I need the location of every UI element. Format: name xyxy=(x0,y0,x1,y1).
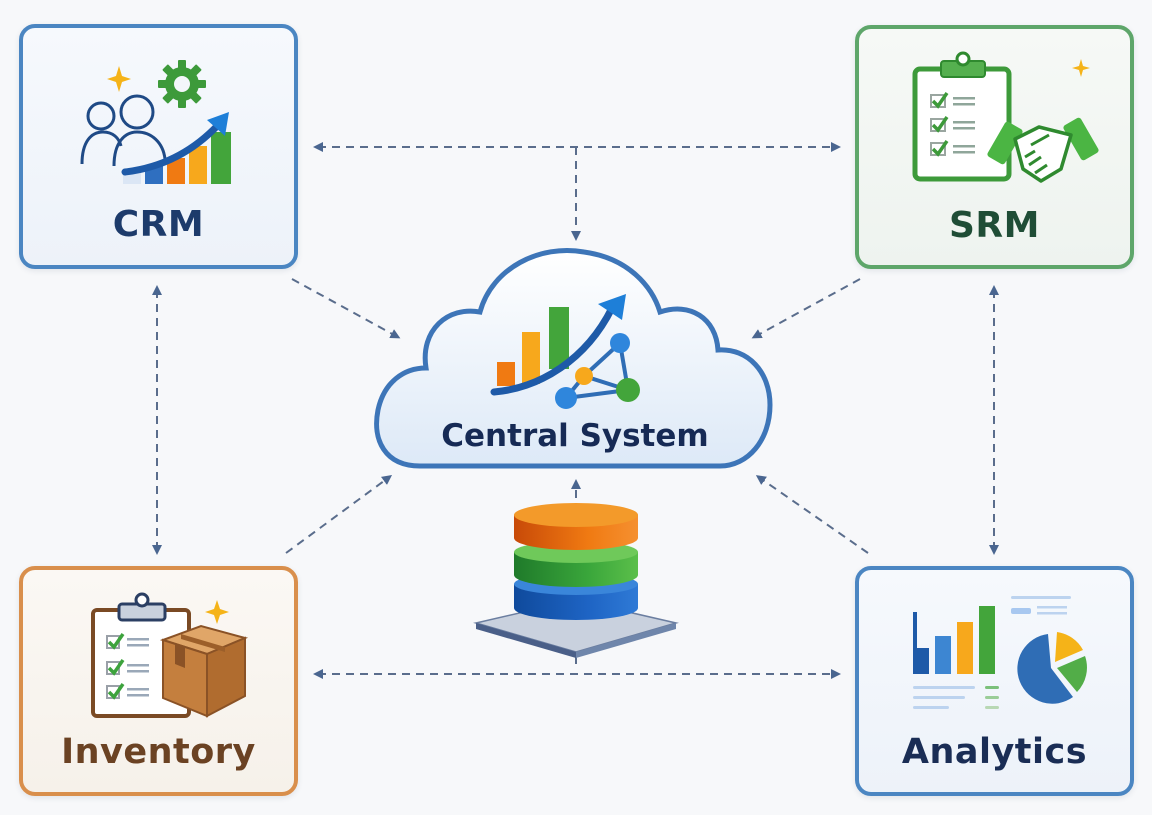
inventory-clipboard-box-icon xyxy=(91,592,249,718)
connector-srm-central xyxy=(751,278,861,339)
analytics-charts-icon xyxy=(913,596,1087,709)
central-system-label: Central System xyxy=(441,418,709,454)
node-label-crm: CRM xyxy=(112,204,205,245)
node-label-inventory: Inventory xyxy=(61,732,256,772)
node-label-srm: SRM xyxy=(949,205,1040,246)
node-inventory[interactable]: Inventory xyxy=(19,566,298,796)
connector-inventory-central xyxy=(285,475,393,554)
node-srm[interactable]: SRM xyxy=(855,25,1134,269)
srm-clipboard-handshake-icon xyxy=(912,51,1099,183)
crm-users-growth-icon xyxy=(80,60,231,184)
connector-crm-central xyxy=(291,278,401,339)
node-label-analytics: Analytics xyxy=(901,732,1088,772)
node-analytics[interactable]: Analytics xyxy=(855,566,1134,796)
connector-analytics-central xyxy=(755,475,869,554)
node-crm[interactable]: CRM xyxy=(19,24,298,269)
